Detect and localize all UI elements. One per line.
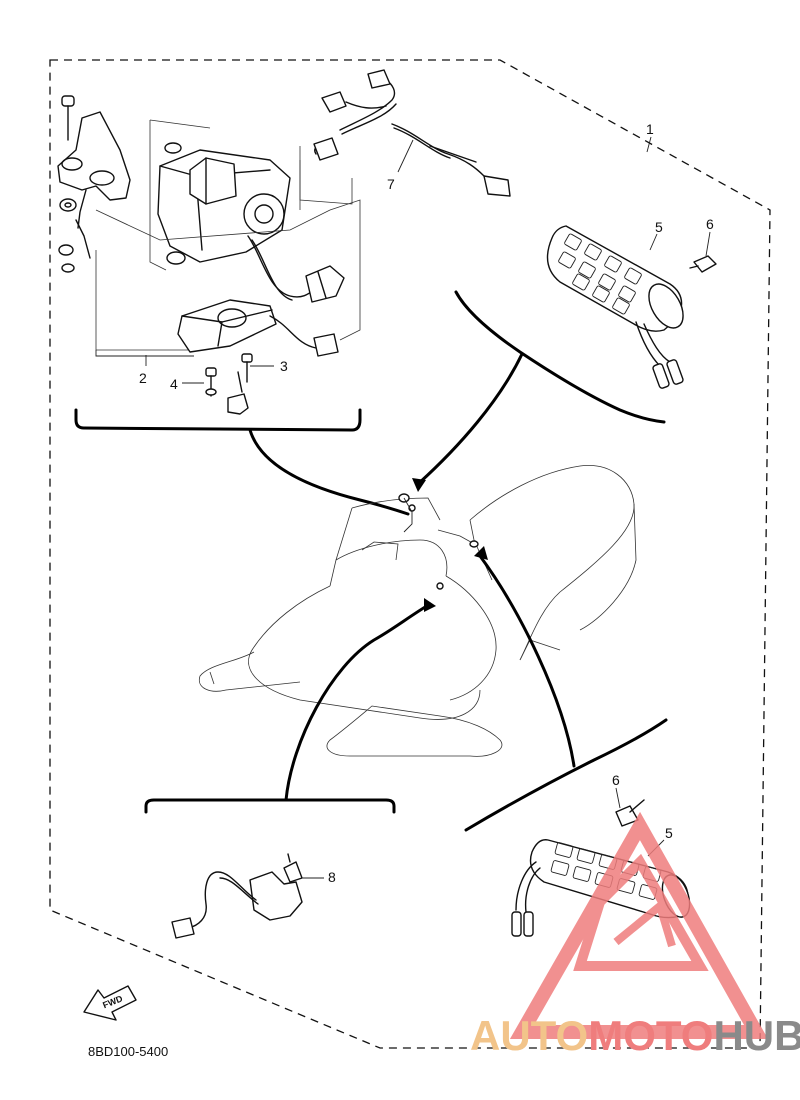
leader-6-top (705, 231, 711, 257)
watermark-moto: MOTO (588, 1012, 713, 1059)
wiring-harness-detail (299, 69, 511, 210)
fwd-arrow-icon: FWD (83, 985, 137, 1021)
switch-assembly-detail (57, 95, 361, 415)
arrowhead-top-right (412, 478, 426, 492)
diagram-code: 8BD100-5400 (88, 1044, 168, 1059)
callout-2: 2 (139, 370, 147, 386)
detail-bracket-top-left (74, 408, 362, 432)
callout-7: 7 (387, 176, 395, 192)
leader-top-left (248, 428, 410, 516)
leader-5-top (649, 233, 658, 251)
detail-bracket-bottom-left (144, 798, 396, 814)
arrowhead-bottom-right (474, 546, 488, 560)
watermark-text: AUTOMOTOHUB (470, 1012, 800, 1059)
callout-5-top: 5 (655, 219, 663, 235)
watermark-auto: AUTO (470, 1012, 588, 1059)
callout-6-bottom: 6 (612, 772, 620, 788)
callout-8: 8 (328, 869, 336, 885)
callout-4: 4 (170, 376, 178, 392)
leader-bottom-left (284, 602, 432, 802)
callout-1: 1 (646, 121, 654, 137)
switch-detail (171, 853, 303, 939)
leader-1 (646, 136, 652, 153)
callout-3: 3 (280, 358, 288, 374)
detail-bracket-bottom-right (464, 718, 668, 832)
leader-6-bottom (615, 787, 621, 809)
kit-boundary (49, 59, 771, 1049)
leader-bottom-right (478, 554, 576, 768)
callout-5-bottom: 5 (665, 825, 673, 841)
snowmobile-outline (198, 465, 637, 757)
detail-bracket-top-right (454, 290, 666, 424)
watermark-logo (509, 811, 768, 1039)
leader-top-right (416, 352, 524, 486)
watermark-hub: HUB (713, 1012, 800, 1059)
arrowhead-bottom-left (424, 598, 436, 612)
grip-detail-top (546, 225, 717, 389)
callout-6-top: 6 (706, 216, 714, 232)
